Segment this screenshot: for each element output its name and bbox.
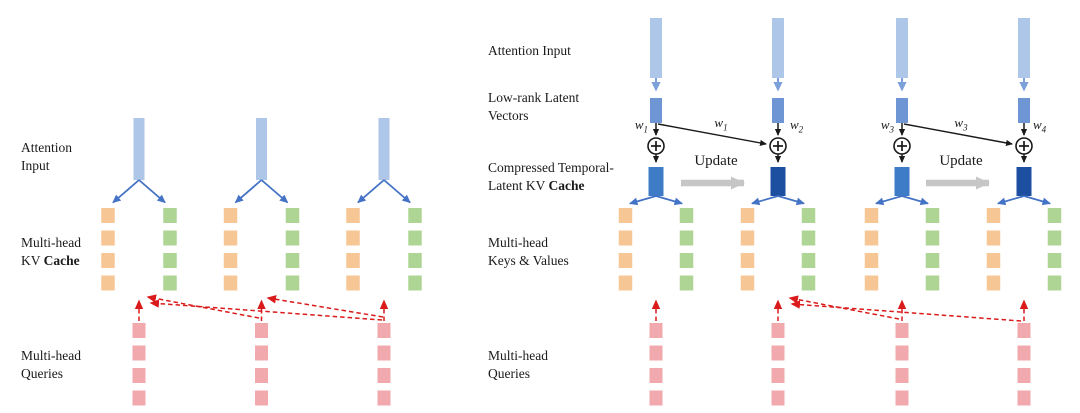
- update-label-1: Update: [694, 153, 738, 169]
- left-attention-input-label: Attention Input: [21, 139, 72, 175]
- weight-sub: 4: [1041, 124, 1047, 135]
- right-key-column-3: [864, 208, 879, 291]
- left-key-cache-column-1: [101, 208, 115, 291]
- right-token-column-2: [751, 18, 805, 206]
- label-text-bold: Cache: [548, 178, 585, 193]
- right-query-column-1: [649, 323, 663, 406]
- compressed-cache-bar: [894, 167, 910, 196]
- weight-sub: 3: [889, 124, 895, 135]
- weight-label-w3: w3: [864, 117, 895, 135]
- compressed-cache-bar-updated: [770, 167, 786, 196]
- label-line: Multi-head: [21, 348, 81, 363]
- weight-sub: 1: [643, 124, 649, 135]
- left-query-column-1: [132, 323, 146, 406]
- right-keys-values-label: Multi-head Keys & Values: [488, 234, 569, 270]
- right-low-rank-label: Low-rank Latent Vectors: [488, 89, 579, 125]
- label-text: Latent KV: [488, 178, 549, 193]
- right-token-column-4: [997, 18, 1051, 206]
- weight-base: w: [1033, 117, 1042, 132]
- label-line: Multi-head: [488, 235, 548, 250]
- weight-label-w3-shared: w3: [946, 115, 976, 133]
- label-line: Compressed Temporal-: [488, 160, 614, 175]
- label-line: Attention Input: [488, 43, 571, 58]
- label-line: Latent KV Cache: [488, 177, 614, 195]
- right-key-column-4: [986, 208, 1001, 291]
- label-line: Vectors: [488, 108, 529, 123]
- right-key-column-2: [740, 208, 755, 291]
- left-kv-cache-label: Multi-head KV Cache: [21, 234, 81, 270]
- left-kv-projection-arrows: [112, 179, 411, 204]
- right-attention-pattern-arrows: [651, 295, 1029, 322]
- right-queries-label: Multi-head Queries: [488, 347, 548, 383]
- weight-label-w1-shared: w1: [706, 115, 736, 133]
- right-query-column-4: [1017, 323, 1031, 406]
- left-value-cache-column-2: [285, 208, 300, 291]
- left-key-cache-column-2: [223, 208, 238, 291]
- weight-sub: 2: [798, 124, 804, 135]
- weight-label-w2: w2: [790, 117, 804, 135]
- label-line: KV Cache: [21, 252, 81, 270]
- weight-label-w1: w1: [618, 117, 649, 135]
- weight-base: w: [790, 117, 799, 132]
- label-line: Low-rank Latent: [488, 90, 580, 105]
- label-line: Keys & Values: [488, 253, 569, 268]
- label-text-bold: Cache: [43, 253, 80, 268]
- left-key-cache-column-3: [346, 208, 360, 291]
- weight-share-arrows: [657, 123, 1013, 146]
- right-attention-input-label: Attention Input: [488, 42, 571, 60]
- weight-base: w: [880, 117, 890, 132]
- left-attention-pattern-arrows: [134, 294, 389, 321]
- label-line: Multi-head: [488, 348, 548, 363]
- right-value-column-2: [801, 208, 816, 291]
- label-line: Queries: [21, 366, 63, 381]
- weight-sub: 3: [963, 122, 968, 133]
- compressed-cache-bar-updated: [1016, 167, 1032, 196]
- right-value-column-3: [925, 208, 940, 291]
- update-label-2: Update: [939, 153, 983, 169]
- weight-base: w: [954, 115, 964, 130]
- left-query-column-3: [377, 323, 391, 406]
- weight-label-w4: w4: [1033, 117, 1047, 135]
- right-compressed-cache-label: Compressed Temporal- Latent KV Cache: [488, 159, 614, 195]
- right-query-column-2: [771, 323, 785, 406]
- label-line: Input: [21, 158, 50, 173]
- right-token-column-3: [875, 18, 929, 206]
- label-text: KV: [21, 253, 44, 268]
- left-value-cache-column-1: [163, 208, 177, 291]
- weight-base: w: [634, 117, 644, 132]
- label-line: Queries: [488, 366, 530, 381]
- right-token-column-1: [629, 18, 683, 206]
- label-line: Attention: [21, 140, 72, 155]
- left-queries-label: Multi-head Queries: [21, 347, 81, 383]
- left-query-column-2: [255, 323, 268, 406]
- right-value-column-4: [1047, 208, 1062, 291]
- left-attention-input-bars: [133, 118, 390, 180]
- label-line: Multi-head: [21, 235, 81, 250]
- weight-base: w: [714, 115, 724, 130]
- compressed-cache-bar: [648, 167, 664, 196]
- left-value-cache-column-3: [408, 208, 422, 291]
- right-query-column-3: [895, 323, 909, 406]
- weight-sub: 1: [723, 122, 728, 133]
- right-key-column-1: [618, 208, 633, 291]
- right-value-column-1: [679, 208, 694, 291]
